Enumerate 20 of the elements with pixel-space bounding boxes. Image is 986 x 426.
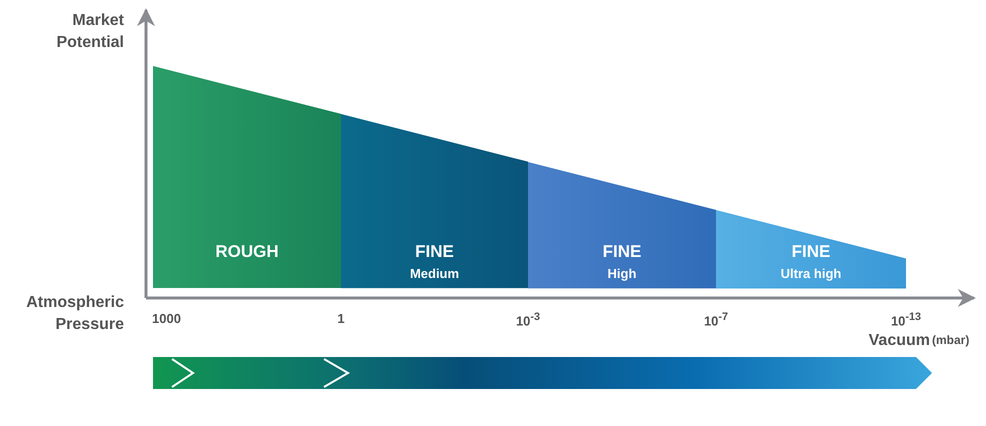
- range-title: FINE: [414, 242, 455, 262]
- tick-label: 10$^{-13}$: [890, 311, 922, 328]
- axis-title: Market Potential: [55, 11, 124, 53]
- vacuum-range-segment: [528, 162, 716, 288]
- axis-title: Atmospheric Pressure: [25, 293, 124, 335]
- range-subtitle: Medium: [408, 266, 460, 281]
- unit-label: (mbar): [932, 333, 970, 347]
- range-subtitle: Ultra high: [780, 266, 842, 281]
- vacuum-range-segment: [716, 210, 906, 288]
- range-subtitle: High: [606, 266, 638, 281]
- tick-label: 1000: [152, 311, 181, 326]
- range-title: ROUGH: [214, 242, 280, 262]
- range-title: FINE: [790, 242, 832, 262]
- range-title: FINE: [602, 242, 642, 262]
- axis-title: Vacuum: [868, 331, 930, 351]
- tick-label: 1: [337, 311, 345, 326]
- vacuum-range-segment: [153, 66, 341, 288]
- vacuum-range-segment: [341, 114, 528, 288]
- tick-label: 10$^{-3}$: [516, 311, 540, 328]
- tick-label: 10$^{-7}$: [704, 311, 728, 328]
